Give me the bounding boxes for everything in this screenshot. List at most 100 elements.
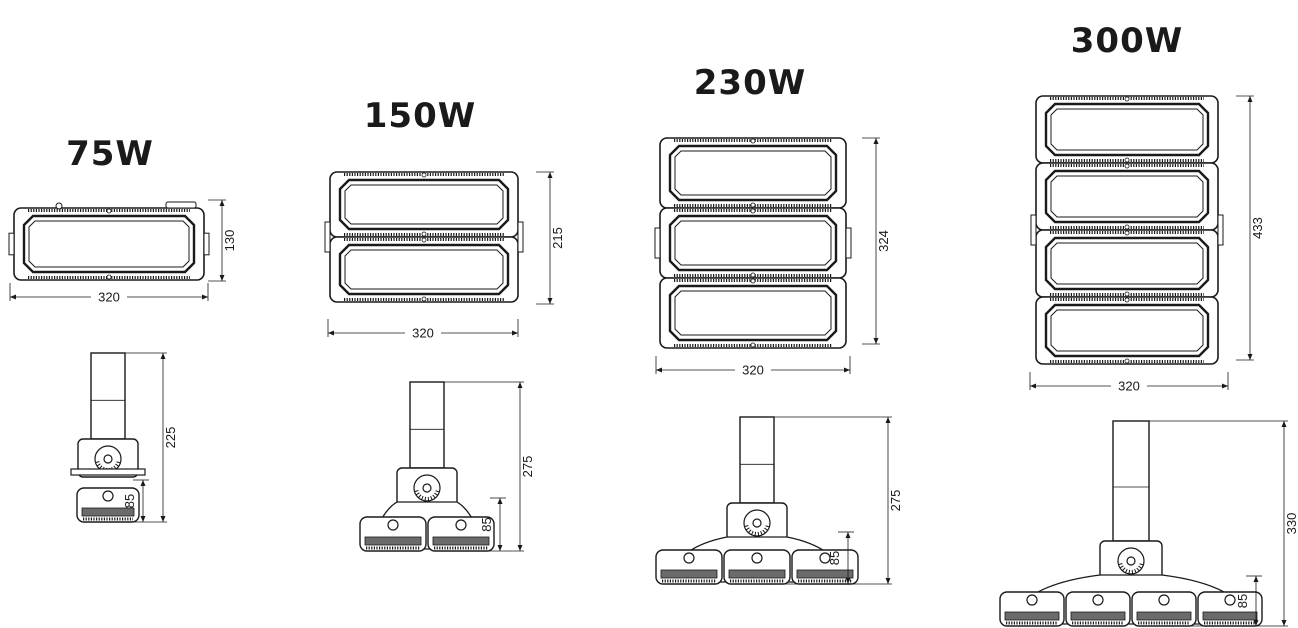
screw-icon: [106, 274, 112, 280]
dial-tick: [1128, 569, 1131, 574]
side-view: [359, 381, 495, 552]
arrow-head: [140, 480, 146, 486]
lens-outline: [668, 144, 838, 202]
screw-icon: [1124, 163, 1130, 169]
dial-tick: [434, 492, 439, 496]
lens-profile: [81, 507, 135, 517]
support-arm: [70, 468, 146, 476]
lens-outline: [668, 284, 838, 342]
arrow-head: [202, 294, 208, 300]
screw-icon: [421, 237, 427, 243]
dial-tick: [1125, 568, 1128, 573]
pivot-bolt-icon: [751, 552, 763, 564]
arrow-head: [160, 353, 166, 359]
arrow-head: [873, 138, 879, 144]
screw-icon: [1124, 224, 1130, 230]
screw-icon: [1124, 297, 1130, 303]
dial-tick: [435, 490, 440, 493]
led-module-profile: [1065, 591, 1131, 627]
model-title: 300W: [1071, 21, 1183, 61]
arrow-head: [1222, 383, 1228, 389]
dial-tick: [1119, 565, 1124, 569]
side-bracket: [324, 221, 331, 253]
screw-icon: [750, 342, 756, 348]
arrow-head: [547, 298, 553, 304]
screw-icon: [421, 296, 427, 302]
lens-outline: [338, 243, 510, 296]
pivot-bolt-icon: [422, 483, 432, 493]
screw-icon: [750, 278, 756, 284]
top-bracket: [165, 201, 197, 209]
lens-outline: [338, 178, 510, 231]
pivot-bolt-icon: [819, 552, 831, 564]
led-module-profile: [655, 549, 723, 585]
arrow-head: [1247, 354, 1253, 360]
dial-tick: [751, 530, 754, 535]
side-bracket: [654, 227, 661, 259]
arrow-head: [1253, 576, 1259, 582]
dial-tick: [96, 463, 101, 467]
base-height-label: 85: [479, 517, 494, 531]
screw-icon: [421, 231, 427, 237]
lens-profile: [364, 536, 422, 546]
arrow-head: [517, 545, 523, 551]
height-dimension-label: 130: [222, 230, 237, 252]
mounting-pole: [409, 381, 445, 469]
pivot-bolt-icon: [1026, 594, 1038, 606]
arrow-head: [512, 330, 518, 336]
dial-tick: [754, 531, 757, 536]
dial-tick: [432, 494, 436, 499]
dial-tick: [95, 461, 100, 464]
dial-tick: [418, 494, 422, 499]
led-module: [659, 207, 847, 279]
arrow-head: [219, 200, 225, 206]
arrow-head: [1281, 421, 1287, 427]
screw-icon: [750, 138, 756, 144]
pivot-bolt-icon: [752, 518, 762, 528]
lens-inner: [1050, 175, 1204, 218]
dial-tick: [1134, 569, 1137, 574]
led-module: [659, 277, 847, 349]
pivot-bolt-icon: [102, 490, 114, 502]
dial-tick: [1122, 567, 1126, 572]
width-dimension-label: 320: [742, 363, 764, 378]
dial-tick: [99, 465, 103, 470]
arrow-head: [656, 367, 662, 373]
base-height-label: 85: [122, 494, 137, 508]
dial-tick: [1136, 567, 1140, 572]
mount-hole: [55, 202, 63, 210]
model-title: 150W: [364, 96, 476, 136]
side-bracket: [1217, 214, 1224, 246]
led-module-profile: [999, 591, 1065, 627]
width-dimension-label: 320: [98, 290, 120, 305]
width-dimension-label: 320: [412, 326, 434, 341]
pivot-bolt-icon: [387, 519, 399, 531]
dial-tick: [748, 529, 752, 534]
screw-icon: [1124, 157, 1130, 163]
arrow-head: [497, 545, 503, 551]
screw-icon: [750, 202, 756, 208]
pivot-bolt-icon: [103, 454, 113, 464]
dial-tick: [430, 496, 433, 501]
dial-tick: [421, 495, 424, 500]
screw-icon: [421, 172, 427, 178]
side-view: [655, 416, 859, 585]
pivot-bolt-icon: [1224, 594, 1236, 606]
screw-icon: [1124, 230, 1130, 236]
dial-tick: [115, 463, 120, 467]
led-module-profile: [1131, 591, 1197, 627]
lens-inner: [1050, 242, 1204, 285]
led-module: [329, 171, 519, 238]
lens-outline: [1044, 169, 1210, 224]
dial-tick: [415, 492, 420, 496]
led-module-profile: [791, 549, 859, 585]
dial-tick: [1139, 563, 1144, 566]
screw-icon: [1124, 96, 1130, 102]
dial-tick: [757, 531, 760, 536]
dial-tick: [424, 496, 427, 501]
